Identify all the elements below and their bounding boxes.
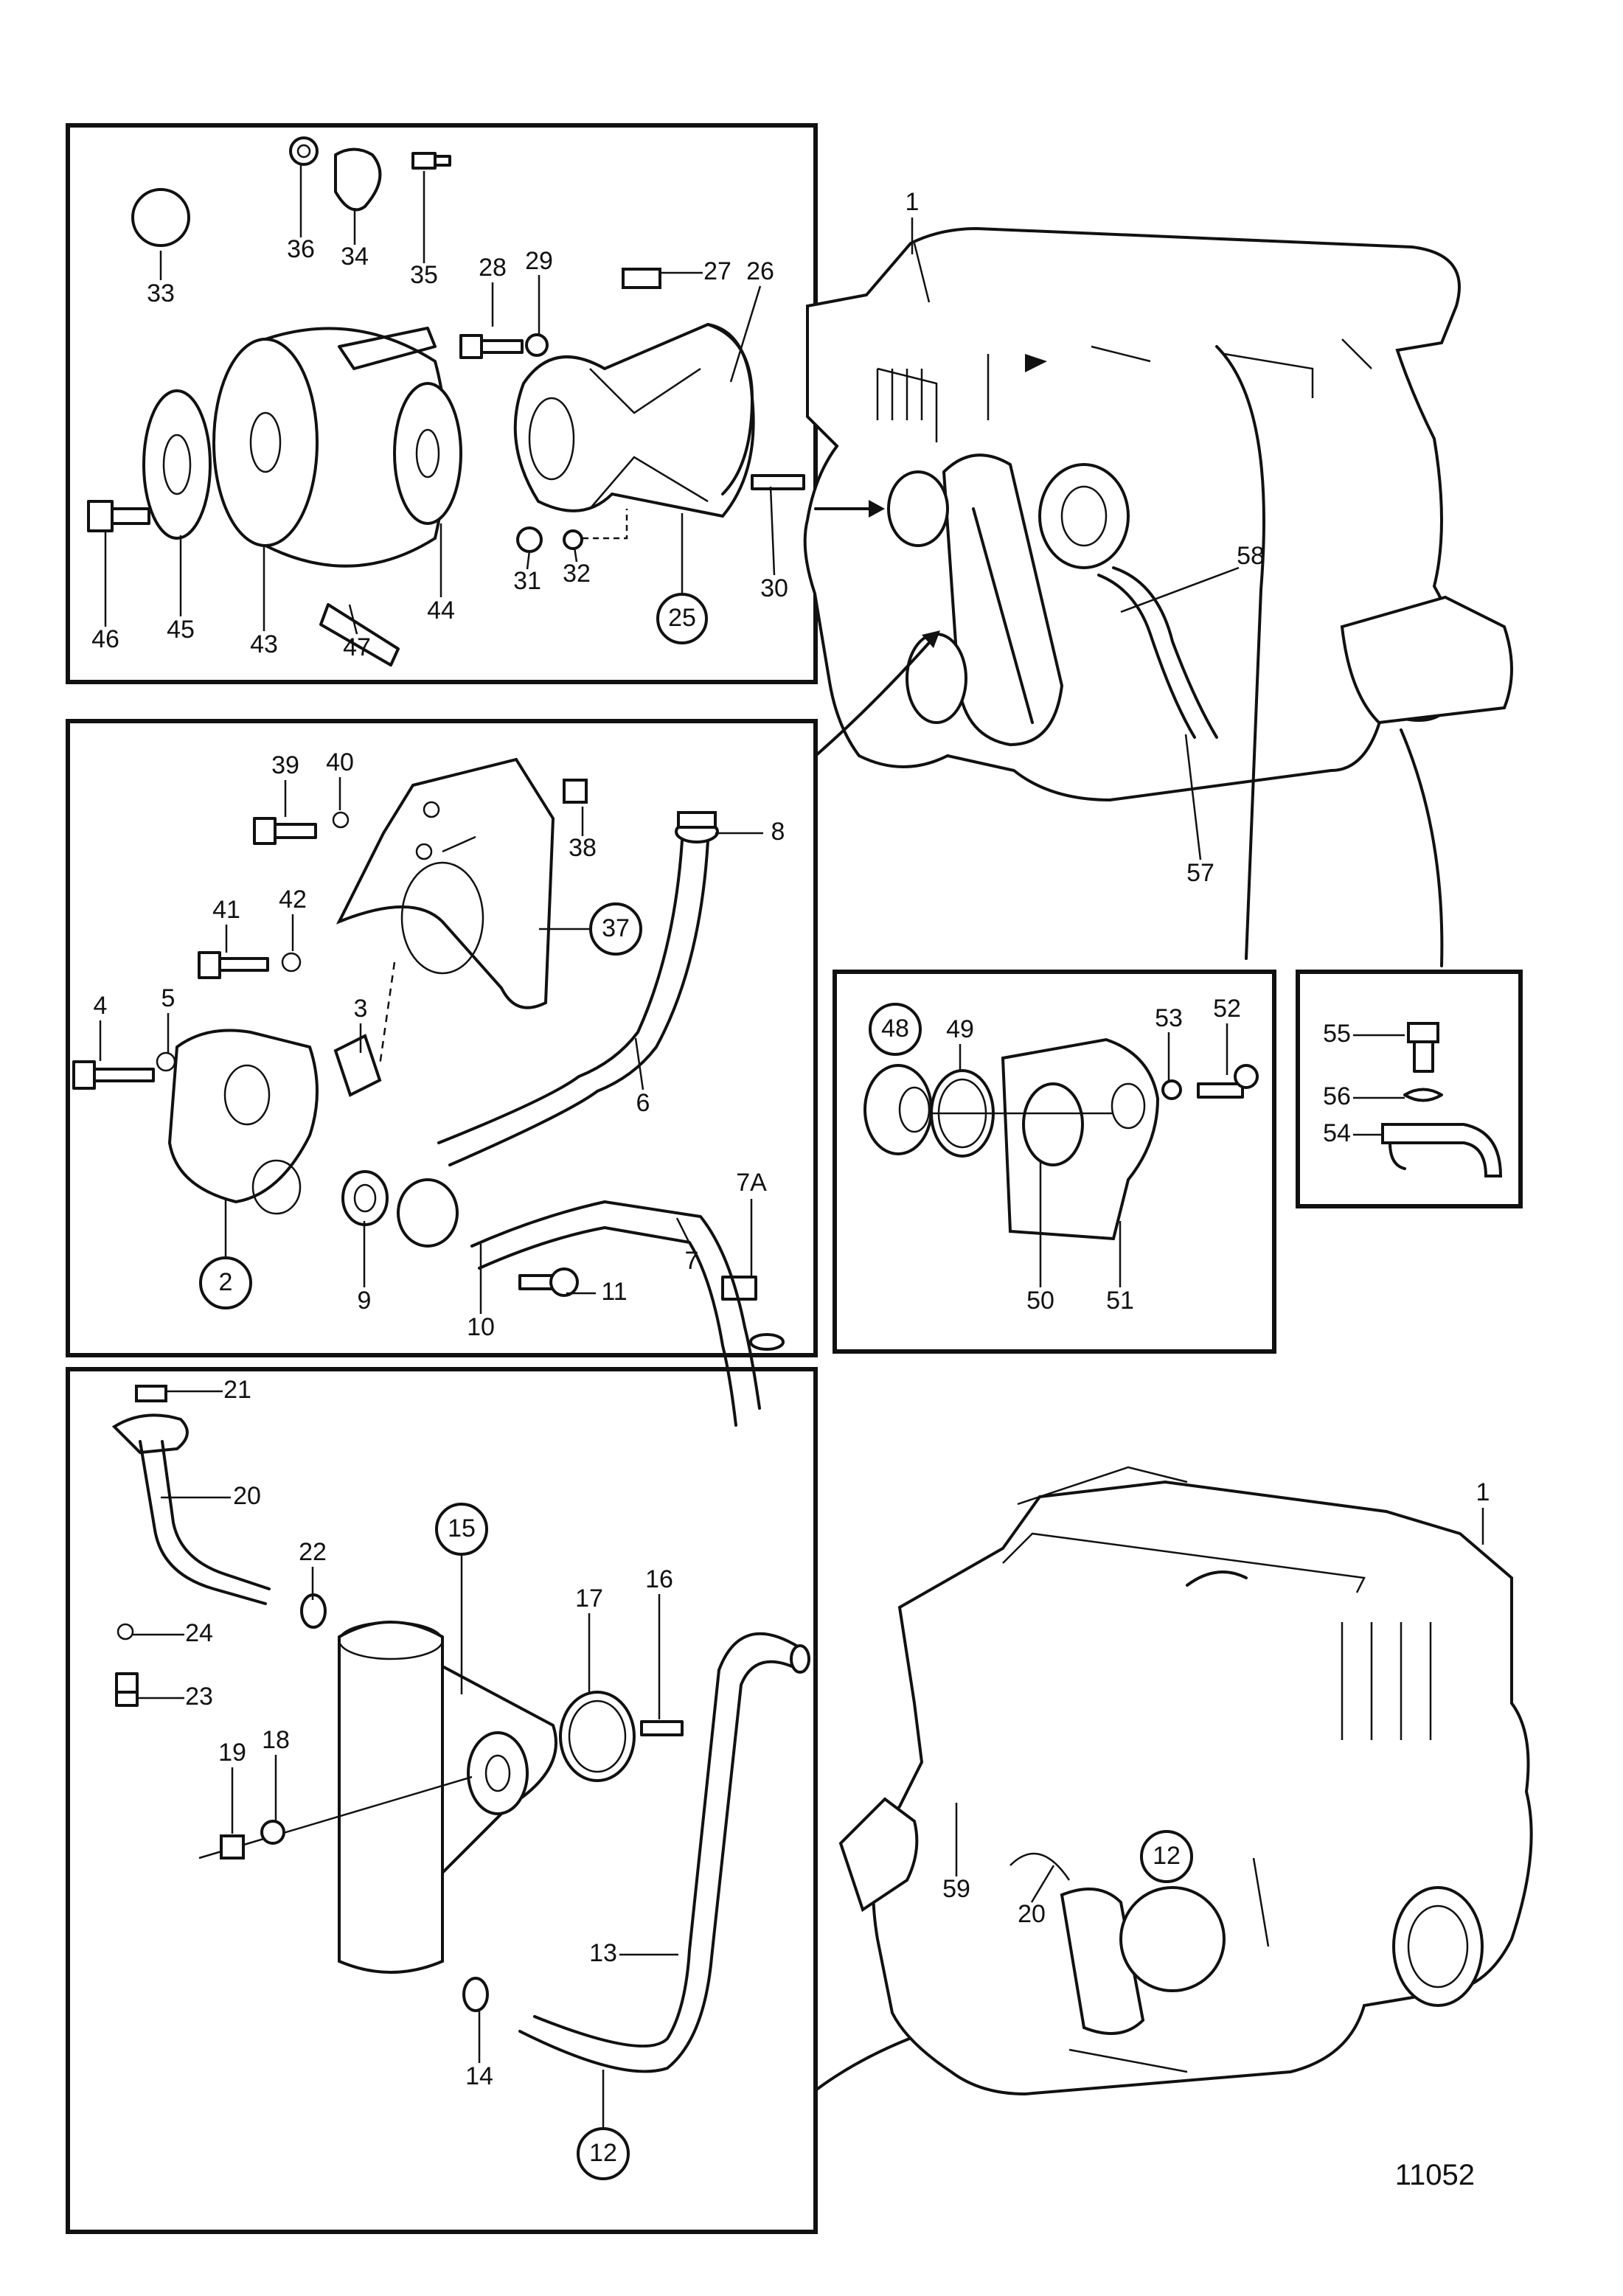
label-3: 3 xyxy=(354,995,368,1023)
label-58: 58 xyxy=(1237,542,1265,570)
label-17: 17 xyxy=(575,1584,603,1613)
label-51: 51 xyxy=(1106,1287,1134,1315)
label-21: 21 xyxy=(223,1376,251,1404)
label-23: 23 xyxy=(185,1683,213,1711)
label-20: 20 xyxy=(233,1482,261,1510)
label-11: 11 xyxy=(601,1278,627,1306)
label-46: 46 xyxy=(91,625,119,653)
label-28: 28 xyxy=(479,254,507,282)
label-26: 26 xyxy=(746,257,774,285)
label-12-engine: 12 xyxy=(1153,1842,1181,1870)
engine-view-bottom xyxy=(838,1466,1533,2096)
label-1-top: 1 xyxy=(906,188,920,216)
label-15: 15 xyxy=(448,1514,476,1542)
label-42: 42 xyxy=(279,886,307,914)
label-38: 38 xyxy=(569,834,597,862)
part-labels: 33 36 34 35 28 29 27 26 30 31 32 25 46 4… xyxy=(91,188,1490,2180)
label-6: 6 xyxy=(636,1089,650,1117)
label-16: 16 xyxy=(645,1565,673,1593)
label-14: 14 xyxy=(465,2062,493,2090)
label-39: 39 xyxy=(271,751,299,779)
label-2: 2 xyxy=(219,1268,233,1296)
label-27: 27 xyxy=(703,257,731,285)
label-13: 13 xyxy=(589,1939,617,1967)
label-52: 52 xyxy=(1213,995,1241,1023)
label-56: 56 xyxy=(1323,1082,1351,1110)
panel-pipes xyxy=(66,719,818,1427)
panel-thermostat xyxy=(833,970,1276,1354)
panel-cooler xyxy=(66,1367,818,2234)
label-33: 33 xyxy=(147,279,175,307)
label-35: 35 xyxy=(410,261,438,289)
label-7: 7 xyxy=(685,1247,699,1275)
label-37: 37 xyxy=(602,914,630,942)
label-5: 5 xyxy=(161,984,175,1012)
label-12: 12 xyxy=(589,2139,617,2167)
label-54: 54 xyxy=(1323,1119,1351,1147)
label-57: 57 xyxy=(1186,859,1214,887)
label-9: 9 xyxy=(358,1287,372,1315)
label-55: 55 xyxy=(1323,1020,1351,1048)
label-22: 22 xyxy=(299,1538,327,1566)
label-20-engine: 20 xyxy=(1018,1900,1046,1928)
label-7a: 7A xyxy=(736,1169,767,1197)
label-19: 19 xyxy=(218,1739,246,1767)
label-45: 45 xyxy=(167,616,195,644)
label-29: 29 xyxy=(525,247,553,275)
label-49: 49 xyxy=(946,1015,974,1043)
bracket-plate xyxy=(336,757,555,1009)
panel-clamp xyxy=(1296,970,1523,1208)
label-31: 31 xyxy=(513,567,541,595)
panel-water-pump xyxy=(66,123,818,684)
label-1-bottom: 1 xyxy=(1476,1478,1490,1506)
label-50: 50 xyxy=(1026,1287,1054,1315)
label-47: 47 xyxy=(343,633,371,661)
figure-reference: 11052 xyxy=(1395,2159,1475,2191)
leader-lines xyxy=(99,165,1484,2129)
oil-cooler xyxy=(338,1621,444,1974)
pulley-small xyxy=(142,389,212,540)
label-43: 43 xyxy=(250,630,278,658)
label-41: 41 xyxy=(212,896,240,924)
label-44: 44 xyxy=(427,596,455,625)
pulley-large xyxy=(212,338,319,547)
label-59: 59 xyxy=(942,1875,970,1903)
label-24: 24 xyxy=(185,1619,213,1647)
label-10: 10 xyxy=(467,1313,495,1341)
label-53: 53 xyxy=(1155,1004,1183,1032)
label-48: 48 xyxy=(881,1015,909,1043)
label-25: 25 xyxy=(668,604,696,632)
engine-view-top xyxy=(803,226,1513,967)
label-4: 4 xyxy=(94,992,108,1020)
water-pump-body xyxy=(513,322,755,518)
cap-part xyxy=(131,188,190,247)
thermostat-housing xyxy=(167,1029,319,1204)
label-34: 34 xyxy=(341,243,369,271)
label-36: 36 xyxy=(287,235,315,263)
label-18: 18 xyxy=(262,1726,290,1754)
label-32: 32 xyxy=(563,560,591,588)
label-40: 40 xyxy=(326,748,354,776)
label-30: 30 xyxy=(760,574,788,602)
label-8: 8 xyxy=(771,818,785,846)
